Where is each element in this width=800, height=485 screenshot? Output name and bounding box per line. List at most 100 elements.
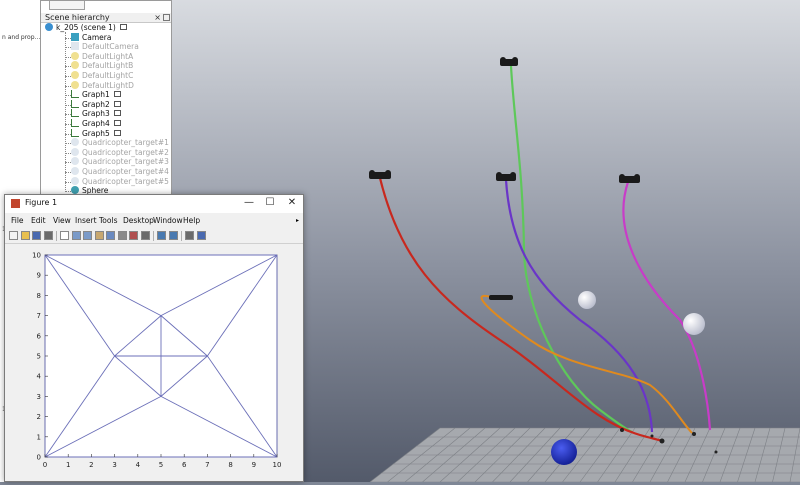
link-icon[interactable] [140,231,150,240]
tree-item[interactable]: DefaultLightD [71,80,134,91]
rotate-icon[interactable] [106,231,115,240]
tree-item[interactable]: Graph2 [71,99,121,110]
maximize-icon[interactable]: ☐ [265,197,275,208]
tree-item[interactable]: Sphere [71,186,108,196]
tree-item[interactable]: Graph1 [71,90,121,100]
quadcopter-5[interactable] [489,295,513,300]
tree-connector [65,47,71,49]
tree-item[interactable]: Graph5 [71,128,121,139]
colorbar-icon[interactable] [157,231,166,240]
sphere-white-1[interactable] [578,291,596,309]
tree-item-label: Quadricopter_target#1 [82,138,169,148]
hierarchy-tab[interactable] [49,1,85,10]
tree-item[interactable]: DefaultLightC [71,71,133,81]
data-cursor-icon[interactable] [117,231,127,240]
tree-connector [65,37,71,39]
y-tick-label: 0 [37,454,41,462]
tree-item[interactable]: Graph3 [71,109,121,119]
tree-item[interactable]: Quadricopter_target#2 [71,147,169,158]
y-tick-label: 2 [37,413,41,421]
tree-item-label: Sphere [82,186,109,196]
light-icon [71,71,79,79]
menu-item-view[interactable]: View [53,216,71,225]
tree-item[interactable]: Quadricopter_target#4 [71,167,169,177]
tree-item[interactable]: Quadricopter_target#1 [71,138,169,148]
close-icon[interactable]: × [154,13,161,22]
dock-icon[interactable] [196,231,206,240]
brush-icon[interactable] [129,231,138,240]
minimize-icon[interactable]: — [244,197,254,208]
zoom-in-icon[interactable] [71,231,81,240]
targets-on-floor [620,428,718,454]
tree-item-label: DefaultLightB [82,61,134,71]
script-icon[interactable] [113,91,121,98]
menu-item-window[interactable]: Window [153,216,183,225]
script-icon[interactable] [113,110,121,117]
tree-connector [65,104,71,106]
plot-segment [44,254,162,316]
menu-item-help[interactable]: Help [183,216,201,225]
y-tick-label: 3 [37,393,41,401]
new-file-icon[interactable] [9,231,18,240]
script-icon[interactable] [113,100,121,107]
zoom-out-icon[interactable] [83,231,92,240]
tree-item-scene[interactable]: k_205 (scene 1) [45,23,127,33]
graph-icon [71,119,79,127]
print-icon[interactable] [43,231,53,240]
script-icon[interactable] [113,129,121,136]
figure-title-bar: Figure 1 — ☐ ✕ [5,195,303,213]
undock-icon[interactable] [163,14,170,21]
open-folder-icon[interactable] [20,231,30,240]
quadcopter-4[interactable] [619,174,640,183]
menu-item-tools[interactable]: Tools [99,216,118,225]
y-tick-label: 6 [37,332,42,340]
tree-connector [65,32,66,190]
pan-icon[interactable] [94,231,104,240]
tree-item-label: Quadricopter_target#3 [82,157,169,167]
tree-item-label: Graph3 [82,109,110,119]
light-icon [71,61,79,70]
tree-item-label: Graph5 [82,128,110,138]
tree-item[interactable]: Camera [71,32,111,43]
x-tick-label: 1 [66,461,70,469]
plot-segment [160,355,208,397]
quadcopter-2[interactable] [369,170,391,179]
x-tick-label: 7 [205,461,209,469]
sphere-blue[interactable] [551,439,577,465]
script-icon[interactable] [119,24,127,30]
legend-icon[interactable] [168,231,178,240]
tree-item[interactable]: Quadricopter_target#5 [71,176,169,187]
save-icon[interactable] [32,231,41,240]
tree-item[interactable]: DefaultCamera [71,42,139,52]
sphere-white-2[interactable] [683,313,705,335]
quadcopter-3[interactable] [496,172,516,181]
panel-truncated-label: n and prop... [2,34,41,41]
tree-connector [65,56,71,58]
tree-item[interactable]: Quadricopter_target#3 [71,157,169,167]
plot-segment [114,355,162,397]
tree-connector [65,124,71,125]
pointer-icon[interactable] [60,231,69,240]
tree-item[interactable]: DefaultLightA [71,51,133,62]
plot-segment [114,315,162,357]
tree-connector [65,114,71,116]
tree-item-label: Graph4 [82,119,110,128]
quadcopter-1[interactable] [500,57,518,66]
script-icon[interactable] [113,120,121,126]
tree-item-label: Graph1 [82,90,110,100]
x-tick-label: 2 [89,461,93,469]
menu-item-insert[interactable]: Insert [75,216,97,225]
tree-item[interactable]: DefaultLightB [71,61,133,71]
plot-segment [160,254,278,316]
menu-item-edit[interactable]: Edit [31,216,46,225]
tree-item[interactable]: Graph4 [71,119,121,129]
menu-item-file[interactable]: File [11,216,24,225]
trail-magenta [622,181,712,431]
menu-overflow-icon[interactable]: ▸ [295,217,299,224]
menu-item-desktop[interactable]: Desktop [123,216,154,225]
hide-tools-icon[interactable] [185,231,194,240]
close-icon[interactable]: ✕ [287,197,297,208]
